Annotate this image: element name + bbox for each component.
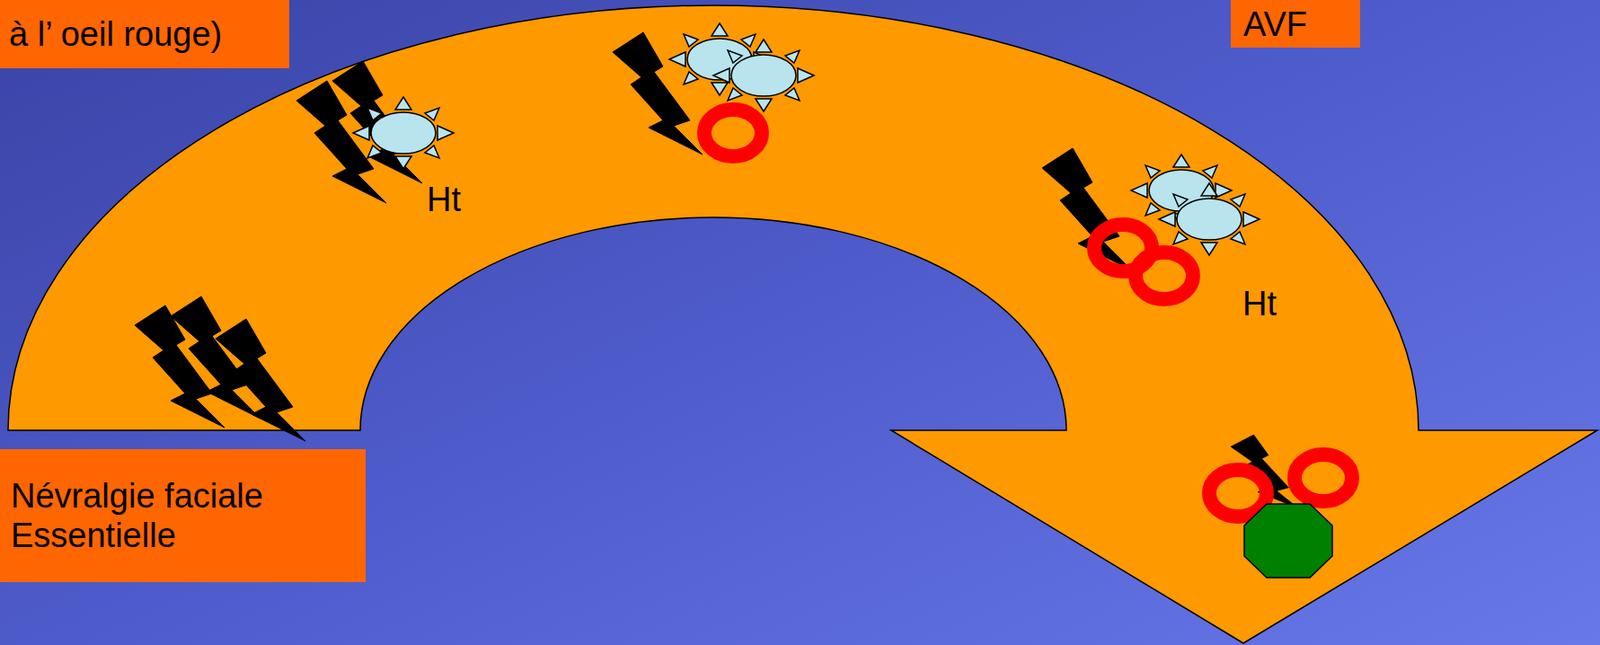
box-text: Névralgie faciale Essentielle <box>10 476 355 556</box>
label-box: à l’ oeil rouge) <box>0 0 290 69</box>
box-text: à l’ oeil rouge) <box>8 14 281 54</box>
symbol-label: Ht <box>1242 283 1277 324</box>
label-box: AVF <box>1230 0 1361 48</box>
box-text: AVF <box>1243 4 1348 45</box>
label-box: Névralgie faciale Essentielle <box>0 449 366 583</box>
symbol-label: Ht <box>426 179 461 220</box>
